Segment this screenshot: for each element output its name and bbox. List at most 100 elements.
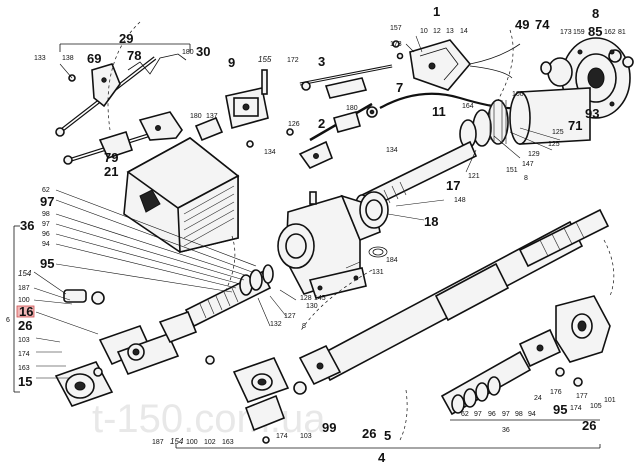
label-151: 151	[506, 167, 518, 174]
label-121: 121	[468, 173, 480, 180]
label-99: 99	[322, 420, 336, 435]
label-129: 129	[528, 151, 540, 158]
linkage-3	[298, 64, 393, 170]
label-96: 96	[42, 231, 50, 238]
label-100a: 100	[512, 91, 524, 98]
label-3: 3	[318, 54, 325, 69]
gearbox-18	[277, 191, 389, 299]
label-26a: 26	[18, 318, 32, 333]
label-127: 127	[284, 313, 296, 320]
label-85: 85	[588, 24, 602, 39]
label-126: 126	[288, 121, 300, 128]
label-b94: 94	[528, 411, 536, 418]
label-9: 9	[228, 55, 235, 70]
label-49: 49	[515, 17, 529, 32]
watermark-text: t-150.com.ua	[92, 397, 326, 441]
label-100b: 100	[18, 297, 30, 304]
label-4: 4	[378, 450, 386, 465]
label-162: 162	[604, 29, 616, 36]
label-62a: 62	[42, 187, 50, 194]
label-184: 184	[386, 257, 398, 264]
lower-joint-assembly	[205, 355, 307, 444]
label-105: 105	[590, 403, 602, 410]
label-103a: 103	[18, 337, 30, 344]
label-14: 14	[460, 28, 468, 35]
label-174a: 174	[18, 351, 30, 358]
label-187a: 187	[18, 285, 30, 292]
bracket-1	[392, 39, 521, 91]
short-shaft-36	[440, 295, 611, 416]
part-labels: 29 1 8 49 74 9 155 172 3 180 30 133 138 …	[6, 4, 626, 465]
label-93: 93	[585, 106, 599, 121]
label-131: 131	[372, 269, 384, 276]
label-180a: 180	[182, 49, 194, 56]
label-7: 7	[396, 80, 403, 95]
label-79: 79	[104, 150, 118, 165]
label-36: 36	[20, 218, 34, 233]
label-148: 148	[454, 197, 466, 204]
label-30: 30	[196, 44, 210, 59]
label-134b: 134	[386, 147, 398, 154]
label-145: 145	[314, 295, 326, 302]
label-125a: 125	[552, 129, 564, 136]
label-24: 24	[534, 395, 542, 402]
label-b62: 62	[461, 411, 469, 418]
spline-shaft-16	[184, 264, 274, 328]
label-26b: 26	[362, 426, 376, 441]
label-187b: 187	[152, 439, 164, 446]
label-173b: 173	[560, 29, 572, 36]
rod-assembly-29	[55, 43, 191, 165]
bottom-brackets	[13, 225, 601, 449]
label-21: 21	[104, 164, 118, 179]
label-16: 16	[19, 304, 33, 319]
label-157: 157	[390, 25, 402, 32]
label-180b: 180	[190, 113, 202, 120]
label-173: 173	[390, 41, 402, 48]
leader-lines	[33, 35, 561, 379]
label-163b: 163	[222, 439, 234, 446]
label-137: 137	[206, 113, 218, 120]
label-101: 101	[604, 397, 616, 404]
label-97a: 97	[40, 194, 54, 209]
label-155: 155	[258, 55, 272, 64]
label-176: 176	[550, 389, 562, 396]
label-133: 133	[34, 55, 46, 62]
label-81: 81	[618, 29, 626, 36]
label-26c: 26	[582, 418, 596, 433]
label-b98: 98	[515, 411, 523, 418]
label-130: 130	[306, 303, 318, 310]
label-17: 17	[446, 178, 460, 193]
label-125b: 125	[548, 141, 560, 148]
label-174b: 174	[276, 433, 288, 440]
label-74: 74	[535, 17, 550, 32]
highlight-16	[16, 305, 35, 318]
long-tube-shaft-5	[298, 208, 610, 386]
label-147: 147	[522, 161, 534, 168]
label-12: 12	[433, 28, 441, 35]
label-138: 138	[62, 55, 74, 62]
label-b95: 95	[553, 402, 567, 417]
label-180c: 180	[346, 105, 358, 112]
label-132: 132	[270, 321, 282, 328]
label-6: 6	[6, 317, 10, 324]
label-128: 128	[300, 295, 312, 302]
label-18: 18	[424, 214, 438, 229]
label-154b: 154	[170, 437, 184, 446]
label-177: 177	[576, 393, 588, 400]
label-13: 13	[446, 28, 454, 35]
label-94: 94	[42, 241, 50, 248]
label-11: 11	[432, 104, 446, 119]
label-29: 29	[119, 31, 133, 46]
ring-184	[368, 246, 388, 258]
label-10: 10	[420, 28, 428, 35]
label-8c: 8	[302, 323, 306, 330]
label-b97b: 97	[502, 411, 510, 418]
label-15: 15	[18, 374, 32, 389]
label-159: 159	[573, 29, 585, 36]
bracket-9	[194, 69, 294, 148]
label-164: 164	[462, 103, 474, 110]
label-97b: 97	[42, 221, 50, 228]
label-8b: 8	[524, 175, 528, 182]
label-163a: 163	[18, 365, 30, 372]
